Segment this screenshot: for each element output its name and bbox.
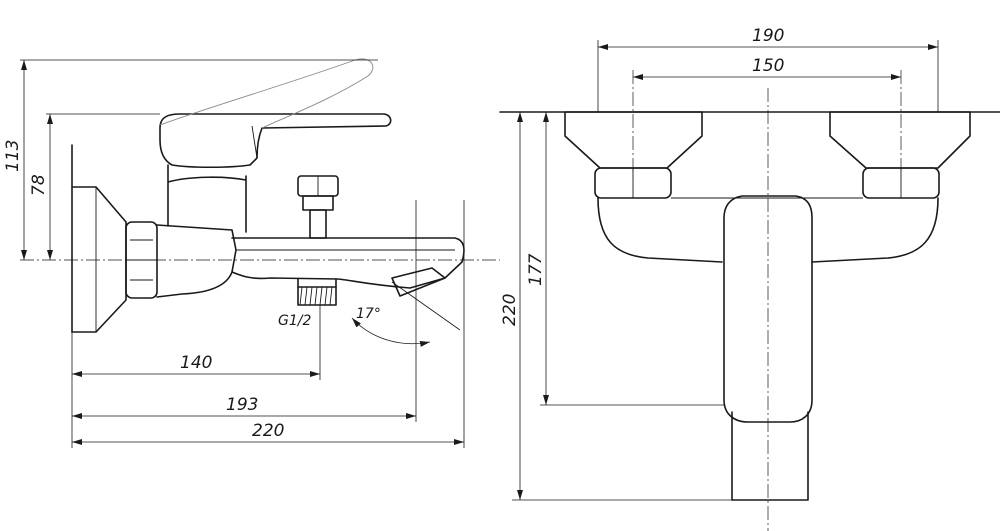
lever-handle xyxy=(159,113,392,169)
cartridge-column xyxy=(167,164,247,233)
thread-label: G1/2 xyxy=(278,313,311,329)
dim-177: 177 xyxy=(526,253,546,286)
angle-label: 17° xyxy=(356,306,381,322)
left-escutcheon xyxy=(564,111,703,169)
dim-150: 150 xyxy=(752,56,784,76)
right-escutcheon xyxy=(829,111,971,169)
front-spout xyxy=(731,411,809,501)
mixer-body xyxy=(156,224,237,298)
dim-140: 140 xyxy=(180,353,212,373)
aerator xyxy=(391,267,446,297)
dim-78: 78 xyxy=(29,174,49,196)
side-view: 140 193 220 113 78 G1/2 17° xyxy=(3,58,500,448)
front-view: 190 150 220 177 xyxy=(499,26,1000,531)
dim-220-side: 220 xyxy=(252,421,284,441)
dim-113: 113 xyxy=(3,140,23,172)
front-body xyxy=(597,197,939,263)
dim-190: 190 xyxy=(752,26,784,46)
dim-220-front: 220 xyxy=(500,294,520,326)
lever-raised-ghost xyxy=(159,58,374,129)
escutcheon xyxy=(71,186,127,333)
spout xyxy=(231,237,465,289)
front-lever xyxy=(723,195,813,423)
dim-193: 193 xyxy=(226,395,258,415)
